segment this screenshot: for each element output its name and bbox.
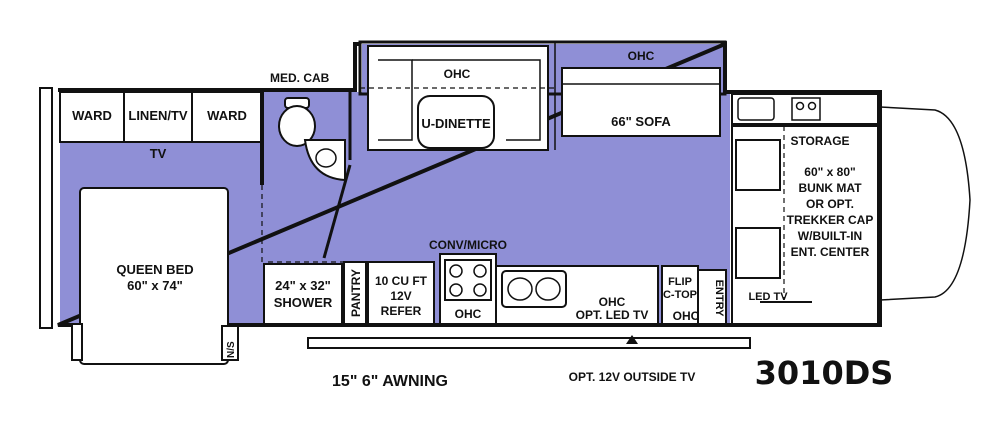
refer-label-3: REFER — [381, 304, 422, 318]
ohc-sofa-label: OHC — [628, 49, 655, 63]
ctop-label: C-TOP — [663, 289, 697, 301]
ward-right-label: WARD — [207, 108, 247, 123]
led-tv-label: LED TV — [748, 291, 788, 303]
bunk-label-2: BUNK MAT — [798, 181, 862, 195]
ohc-dinette-label: OHC — [444, 67, 471, 81]
linen-tv-label: LINEN/TV — [128, 108, 188, 123]
queen-bed-size: 60" x 74" — [127, 278, 183, 293]
pantry-label: PANTRY — [349, 269, 363, 317]
burner-4 — [473, 283, 487, 297]
shower-size-label: 24" x 32" — [275, 278, 331, 293]
bath-sink-bowl — [315, 148, 337, 168]
dinette-seat-right — [506, 59, 541, 141]
sink-bowl-left — [507, 277, 533, 301]
entry-label: ENTRY — [713, 280, 725, 318]
storage-label: STORAGE — [790, 134, 849, 148]
shower-stall — [263, 263, 343, 325]
cab-burner-2 — [807, 101, 817, 111]
bunk-label-5: W/BUILT-IN — [798, 229, 862, 243]
driver-seat — [735, 139, 781, 191]
sofa-label: 66" SOFA — [611, 114, 671, 129]
refer-cab — [367, 261, 435, 325]
cab-nose — [879, 106, 971, 301]
refer-label-1: 10 CU FT — [375, 274, 428, 288]
med-cab-label: MED. CAB — [270, 71, 330, 85]
refer-label-2: 12V — [390, 289, 411, 303]
ns-label: N/S — [226, 341, 237, 358]
flip-label: FLIP — [668, 276, 692, 288]
ward-right-cab — [191, 91, 263, 143]
tv-bedroom-label: TV — [150, 146, 167, 161]
awning-label: 15" 6" AWNING — [332, 373, 448, 390]
pantry-cab — [343, 261, 367, 325]
kitchen-sink-icon — [501, 270, 567, 308]
ohc-entry-label: OHC — [673, 309, 700, 323]
model-number: 3010DS — [755, 354, 894, 392]
bath-sink-icon — [303, 139, 346, 182]
shower-label: SHOWER — [274, 295, 333, 310]
entry-step — [697, 269, 727, 325]
ohc-galley-label: OHC — [599, 295, 626, 309]
cab-sink — [737, 97, 775, 121]
toilet-icon — [278, 105, 316, 147]
ohc-range-label: OHC — [455, 307, 482, 321]
awning-bar — [307, 337, 751, 349]
burner-2 — [473, 264, 487, 278]
dinette-seat-left — [378, 59, 413, 141]
bunk-label-4: TREKKER CAP — [787, 213, 874, 227]
conv-micro-label: CONV/MICRO — [429, 238, 507, 252]
cab-stove — [791, 97, 821, 121]
outside-tv-label: OPT. 12V OUTSIDE TV — [569, 370, 696, 384]
cab-burner-1 — [795, 101, 805, 111]
burner-3 — [449, 283, 463, 297]
u-dinette-label: U-DINETTE — [421, 116, 491, 131]
rear-bumper — [39, 87, 53, 329]
dinette-table — [417, 95, 495, 149]
burner-1 — [449, 264, 463, 278]
ohc-galley-tv-label: OPT. LED TV — [576, 308, 649, 322]
queen-bed — [79, 187, 229, 365]
bunk-label-3: OR OPT. — [806, 197, 854, 211]
ns-nightstand — [221, 325, 239, 361]
outside-tv-marker — [626, 335, 638, 344]
ward-left-cab — [59, 91, 125, 143]
sink-bowl-right — [535, 277, 561, 301]
ward-left-label: WARD — [72, 108, 112, 123]
queen-bed-label: QUEEN BED — [116, 262, 193, 277]
bunk-label-1: 60" x 80" — [804, 165, 855, 179]
passenger-seat — [735, 227, 781, 279]
bed-step — [71, 323, 83, 361]
bunk-label-6: ENT. CENTER — [791, 245, 870, 259]
